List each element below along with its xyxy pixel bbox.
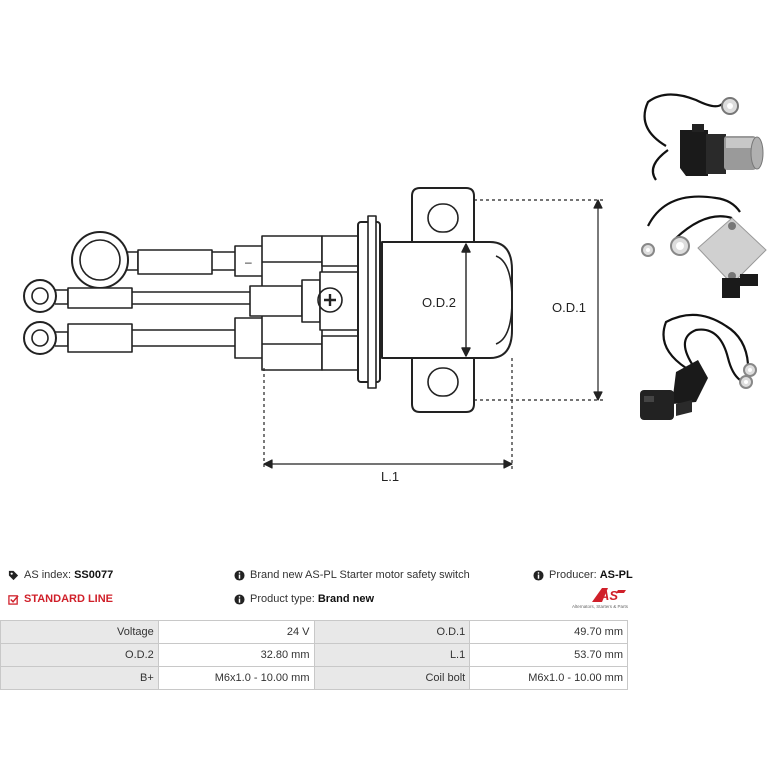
spec-table: Voltage 24 V O.D.1 49.70 mm O.D.2 32.80 … bbox=[0, 620, 628, 690]
spec-value: 53.70 mm bbox=[469, 643, 628, 667]
spec-label: L.1 bbox=[313, 643, 471, 667]
od2-label: O.D.2 bbox=[422, 295, 456, 310]
logo-text: AS bbox=[599, 588, 618, 603]
product-type: Product type: Brand new bbox=[234, 593, 374, 605]
info-icon bbox=[234, 593, 245, 605]
spec-label: B+ bbox=[0, 666, 159, 690]
od1-dimension: O.D.1 bbox=[474, 199, 604, 401]
terminal-mark-text: – bbox=[245, 255, 252, 269]
ring-terminal-middle bbox=[23, 279, 250, 313]
flange bbox=[357, 215, 381, 389]
as-index-label: AS index: bbox=[24, 569, 72, 581]
standard-line-text: STANDARD LINE bbox=[24, 593, 114, 605]
spec-value: M6x1.0 - 10.00 mm bbox=[469, 666, 628, 690]
logo-tagline: Alternators, Starters & Parts bbox=[571, 604, 628, 609]
l1-dimension: L.1 bbox=[263, 358, 513, 484]
l1-label: L.1 bbox=[381, 469, 399, 484]
producer: Producer: AS-PL bbox=[533, 569, 633, 581]
product-photo-side bbox=[636, 88, 770, 190]
od2-dimension: O.D.2 bbox=[422, 243, 471, 357]
as-index: AS index: SS0077 bbox=[8, 569, 113, 581]
table-row: Voltage 24 V O.D.1 49.70 mm bbox=[0, 620, 628, 644]
info-icon bbox=[533, 569, 544, 581]
checkbox-icon bbox=[8, 594, 19, 605]
producer-value: AS-PL bbox=[599, 569, 633, 581]
producer-label: Producer: bbox=[549, 569, 597, 581]
as-index-value: SS0077 bbox=[74, 569, 114, 581]
product-type-value: Brand new bbox=[317, 593, 375, 605]
ring-terminal-top bbox=[71, 231, 139, 289]
connector-body bbox=[249, 235, 361, 371]
spec-label: O.D.1 bbox=[313, 620, 471, 644]
mounting-plate bbox=[411, 187, 475, 413]
spec-value: 24 V bbox=[157, 620, 315, 644]
spec-value: M6x1.0 - 10.00 mm bbox=[157, 666, 315, 690]
od1-label: O.D.1 bbox=[552, 300, 586, 315]
ring-terminal-bottom bbox=[23, 317, 266, 359]
housing bbox=[381, 241, 513, 359]
product-type-label: Product type: bbox=[250, 593, 315, 605]
as-pl-logo: AS Alternators, Starters & Parts bbox=[562, 586, 628, 612]
spec-label: Voltage bbox=[0, 620, 159, 644]
spec-value: 49.70 mm bbox=[469, 620, 628, 644]
spec-label: O.D.2 bbox=[0, 643, 159, 667]
standard-line-badge: STANDARD LINE bbox=[8, 593, 113, 605]
product-photo-connector bbox=[636, 308, 770, 434]
table-row: B+ M6x1.0 - 10.00 mm Coil bolt M6x1.0 - … bbox=[0, 666, 628, 690]
info-icon bbox=[234, 569, 245, 581]
product-photo-flange bbox=[636, 190, 770, 308]
technical-drawing: – bbox=[0, 60, 620, 500]
spec-label: Coil bolt bbox=[313, 666, 471, 690]
spec-value: 32.80 mm bbox=[157, 643, 315, 667]
tag-icon bbox=[8, 570, 19, 581]
wire-top: – bbox=[137, 245, 264, 277]
table-row: O.D.2 32.80 mm L.1 53.70 mm bbox=[0, 643, 628, 667]
description-text: Brand new AS-PL Starter motor safety swi… bbox=[250, 569, 470, 581]
product-description: Brand new AS-PL Starter motor safety swi… bbox=[234, 569, 470, 581]
